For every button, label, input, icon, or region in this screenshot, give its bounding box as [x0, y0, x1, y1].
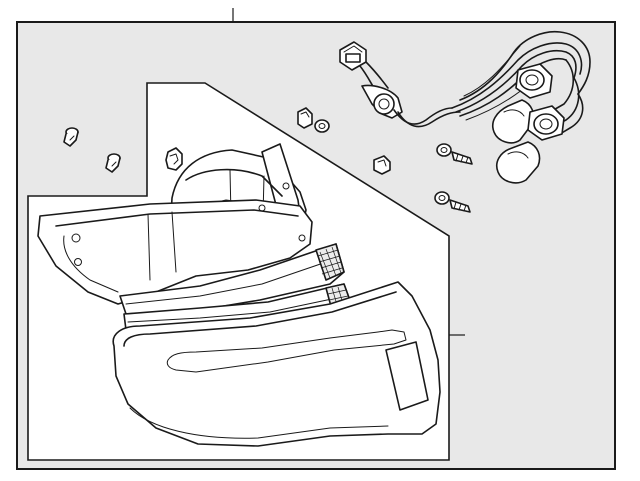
push-pin-lower [105, 153, 121, 173]
wiring-harness [339, 30, 591, 184]
tail-lamp-assembly [37, 143, 441, 447]
bulb-lower [496, 141, 541, 184]
bulb-socket-upper [515, 63, 553, 99]
grommet-nuts [297, 107, 391, 175]
reflector-hatch-upper [315, 243, 345, 281]
harness-connector [339, 41, 367, 71]
retainer-clip [165, 147, 183, 171]
lens-reflex-pad [385, 341, 429, 411]
clip-nut-b [314, 119, 330, 133]
bulb-upper [492, 99, 535, 144]
push-pin-upper [63, 127, 79, 147]
mounting-bolt-lower [434, 191, 471, 213]
bulb-socket-lower [527, 105, 565, 141]
lamp-lens [112, 281, 441, 447]
mounting-bolt-upper [436, 143, 473, 165]
upper-lens-body [37, 182, 313, 305]
reflector-strip-upper [119, 243, 345, 315]
clip-nut-a [297, 107, 313, 129]
push-pin-fasteners [63, 127, 121, 173]
clip-nut-c [373, 155, 391, 175]
